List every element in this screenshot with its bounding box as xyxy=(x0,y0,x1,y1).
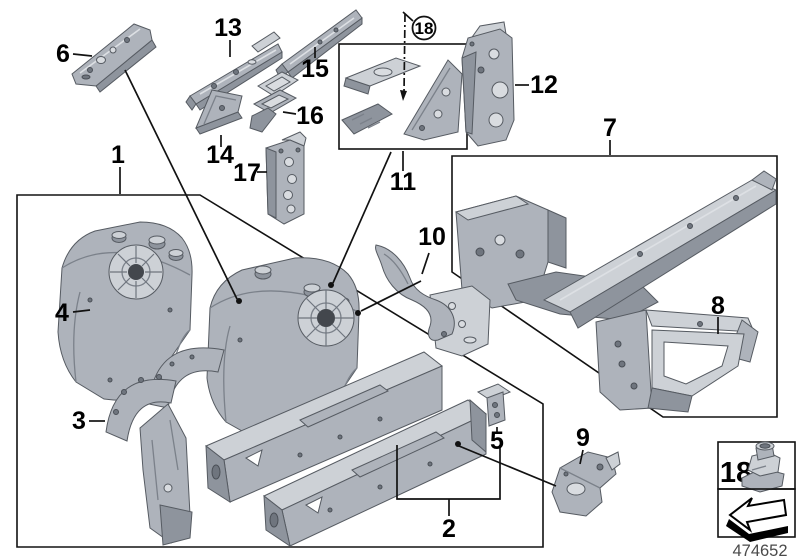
part-7-drawing[interactable] xyxy=(454,170,778,329)
part-label-6[interactable]: 6 xyxy=(56,40,70,68)
diagram-part-code: 474652 xyxy=(732,542,787,560)
part-4-drawing[interactable] xyxy=(57,221,193,401)
part-label-16[interactable]: 16 xyxy=(296,102,324,130)
group-box-1 xyxy=(16,194,544,548)
leader-lines xyxy=(72,11,719,516)
part-label-13[interactable]: 13 xyxy=(214,14,242,42)
part-2-drawing[interactable] xyxy=(205,351,487,548)
part-label-4[interactable]: 4 xyxy=(55,299,69,327)
direction-arrow-icon xyxy=(726,497,788,542)
part-3-drawing[interactable] xyxy=(105,374,193,546)
group-box-7 xyxy=(451,155,778,418)
part-10-drawing[interactable] xyxy=(375,244,491,357)
part-5-drawing[interactable] xyxy=(476,383,512,427)
part-label-11[interactable]: 11 xyxy=(390,168,417,196)
legend-fastener-box[interactable]: 18 xyxy=(717,441,796,493)
callout-18[interactable]: 18 xyxy=(411,15,437,41)
callout-18-label: 18 xyxy=(415,19,434,38)
part-label-1[interactable]: 1 xyxy=(111,141,125,169)
part-label-12[interactable]: 12 xyxy=(530,71,558,99)
part-label-17[interactable]: 17 xyxy=(233,159,261,187)
part-label-5[interactable]: 5 xyxy=(490,427,504,455)
part-label-10[interactable]: 10 xyxy=(418,223,446,251)
part-label-9[interactable]: 9 xyxy=(576,424,590,452)
part-9-drawing[interactable] xyxy=(551,451,621,517)
part-11-drawing[interactable] xyxy=(341,57,463,141)
cage-nut-icon xyxy=(741,441,785,493)
part-label-14[interactable]: 14 xyxy=(206,141,234,169)
part-label-15[interactable]: 15 xyxy=(301,55,329,83)
part-1-wheelhouse-right-drawing[interactable] xyxy=(206,257,360,443)
part-17-drawing[interactable] xyxy=(265,131,307,225)
part-12-drawing[interactable] xyxy=(461,21,515,147)
part-label-7[interactable]: 7 xyxy=(603,114,617,142)
part-label-3[interactable]: 3 xyxy=(72,407,86,435)
part-8-drawing[interactable] xyxy=(595,309,759,413)
part-6-drawing[interactable] xyxy=(71,23,157,93)
part-label-8[interactable]: 8 xyxy=(711,292,725,320)
part-16-drawing[interactable] xyxy=(249,71,299,133)
legend-direction-box[interactable] xyxy=(717,488,796,542)
part-label-2[interactable]: 2 xyxy=(442,515,456,543)
part-14-drawing[interactable] xyxy=(195,89,243,135)
